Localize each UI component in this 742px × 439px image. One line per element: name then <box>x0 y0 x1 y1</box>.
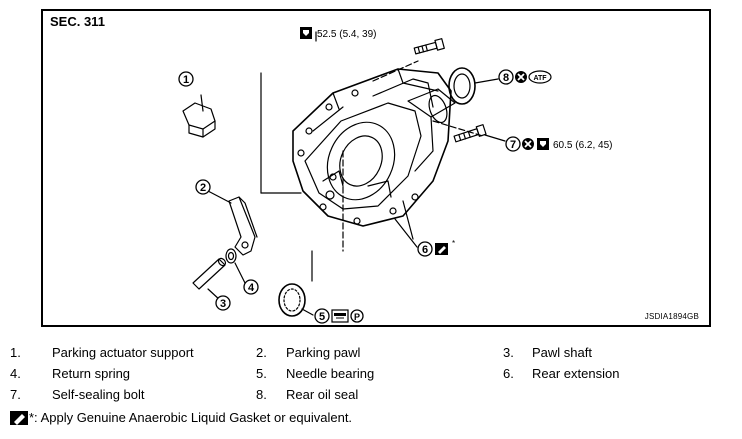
legend-number: 4. <box>10 366 21 381</box>
torque-wrench-icon <box>537 138 549 150</box>
diagram-drawing: 1 2 3 4 5 6 7 <box>178 27 612 324</box>
svg-text:1: 1 <box>183 74 189 86</box>
svg-text:6: 6 <box>422 244 428 256</box>
do-not-reuse-icon <box>515 71 527 83</box>
legend-number: 3. <box>503 345 514 360</box>
atf-fluid-icon: ATF <box>528 70 552 84</box>
leader-line <box>402 200 414 240</box>
top-bolt <box>413 38 445 55</box>
section-label: SEC. 311 <box>50 14 105 29</box>
parking-actuator-support <box>182 102 216 138</box>
self-sealing-bolt <box>453 124 487 143</box>
legend-label: Rear oil seal <box>286 387 359 402</box>
legend-label: Parking actuator support <box>52 345 194 360</box>
gasket-note: *: Apply Genuine Anaerobic Liquid Gasket… <box>10 410 352 425</box>
legend-number: 5. <box>256 366 267 381</box>
legend-number: 7. <box>10 387 21 402</box>
callout-2: 2 <box>195 179 211 195</box>
callout-4: 4 <box>243 279 259 295</box>
legend-number: 2. <box>256 345 267 360</box>
petroleum-jelly-icon: P <box>350 309 364 323</box>
callout-7: 7 <box>505 136 521 152</box>
legend-number: 1. <box>10 345 21 360</box>
legend-number: 6. <box>503 366 514 381</box>
torque-spec-top: 52.5 (5.4, 39) <box>300 27 376 40</box>
callout-1: 1 <box>178 71 194 87</box>
grease-icon <box>331 309 349 323</box>
callout-3: 3 <box>215 295 231 311</box>
svg-text:4: 4 <box>248 282 255 294</box>
rear-oil-seal <box>448 67 476 105</box>
pawl-shaft <box>192 257 227 290</box>
parking-pawl <box>228 196 258 256</box>
legend-label: Pawl shaft <box>532 345 592 360</box>
note-text: *: Apply Genuine Anaerobic Liquid Gasket… <box>29 410 353 425</box>
legend-label: Self-sealing bolt <box>52 387 145 402</box>
torque-spec-bolt: 60.5 (6.2, 45) <box>553 140 612 151</box>
liquid-gasket-icon <box>10 411 28 425</box>
gasket-asterisk: * <box>452 239 455 248</box>
callout-6: 6 <box>417 241 433 257</box>
svg-text:8: 8 <box>503 72 509 84</box>
svg-text:52.5 (5.4, 39): 52.5 (5.4, 39) <box>317 29 376 40</box>
svg-text:ATF: ATF <box>533 75 547 82</box>
svg-text:7: 7 <box>510 139 516 151</box>
callout-5: 5 <box>314 308 330 324</box>
axis-line <box>432 120 484 137</box>
liquid-gasket-icon <box>435 243 448 255</box>
svg-text:P: P <box>354 312 360 322</box>
rear-extension-housing <box>292 68 456 227</box>
needle-bearing <box>278 283 306 317</box>
svg-text:3: 3 <box>220 298 226 310</box>
figure-id: JSDIA1894GB <box>644 312 699 321</box>
axis-line <box>372 60 419 82</box>
do-not-reuse-icon <box>522 138 534 150</box>
return-spring <box>225 248 237 264</box>
legend-label: Parking pawl <box>286 345 361 360</box>
callout-8: 8 <box>498 69 514 85</box>
torque-wrench-icon <box>300 27 312 39</box>
legend-label: Return spring <box>52 366 131 381</box>
exploded-view-diagram: 1 2 3 4 5 6 7 <box>41 9 711 327</box>
legend-label: Needle bearing <box>286 366 375 381</box>
legend-label: Rear extension <box>532 366 620 381</box>
svg-text:2: 2 <box>200 182 206 194</box>
svg-text:5: 5 <box>319 311 325 323</box>
legend-number: 8. <box>256 387 267 402</box>
